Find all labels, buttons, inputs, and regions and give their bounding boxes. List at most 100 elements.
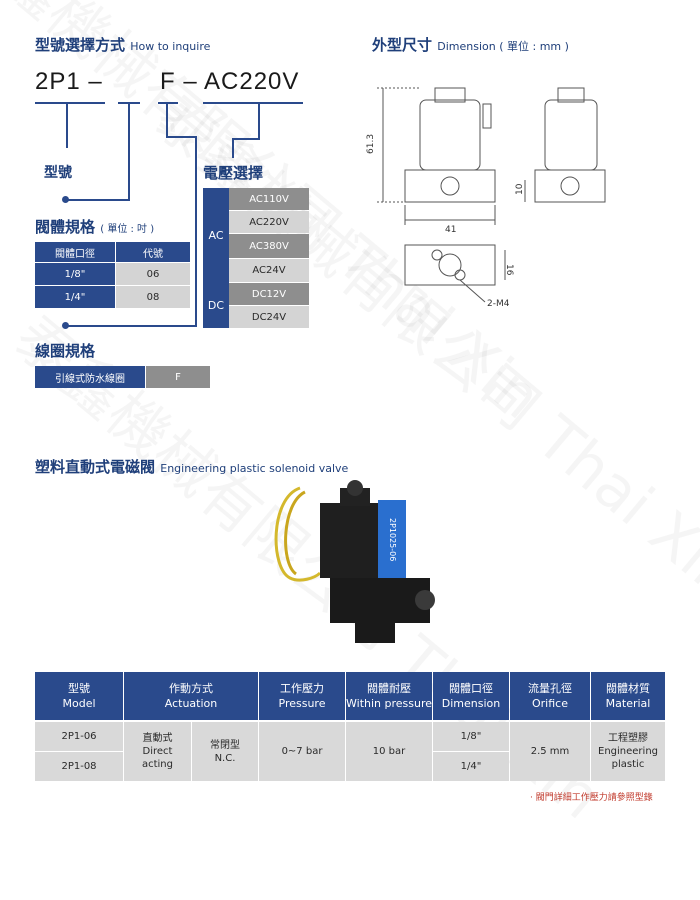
- coil-underline: [158, 102, 178, 104]
- model-underline: [35, 102, 105, 104]
- spec-header-zh: 閥體耐壓: [367, 682, 411, 695]
- body-outline: [404, 169, 496, 203]
- material-en-1: Engineering: [598, 746, 658, 757]
- product-photo: 2P1025-06: [274, 480, 435, 643]
- dim-mount: 2-M4: [487, 299, 510, 309]
- coil-type: 引線式防水線圈: [35, 366, 145, 388]
- material-en-2: plastic: [611, 759, 645, 770]
- dim-depth: 16: [504, 264, 514, 276]
- normal-en: N.C.: [214, 752, 236, 764]
- dimension-title-en: Dimension ( 單位 : mm ): [437, 40, 569, 53]
- voltage-option: DC12V: [229, 283, 309, 305]
- spec-material: 工程塑膠 Engineering plastic: [591, 722, 665, 781]
- voltage-connector-v2: [232, 138, 234, 158]
- coil-connector-h2: [64, 325, 197, 327]
- spec-pressure: 0~7 bar: [259, 722, 345, 781]
- body-spec-title-text: 閥體規格: [35, 218, 96, 236]
- spec-header-en: Dimension: [441, 697, 501, 710]
- code-prefix: 2P1 –: [35, 68, 103, 95]
- voltage-dc-label: DC: [203, 282, 229, 328]
- coil-code: F: [146, 366, 210, 388]
- voltage-title: 電壓選擇: [203, 164, 264, 182]
- voltage-option: AC380V: [229, 234, 309, 258]
- dimension-title-zh: 外型尺寸: [372, 36, 433, 54]
- product-title-zh: 塑料直動式電磁閥: [35, 458, 156, 476]
- product-label: 2P1025-06: [388, 518, 397, 561]
- spec-dim: 1/4": [433, 752, 509, 781]
- spec-header-zh: 型號: [68, 682, 90, 695]
- body-code: 08: [116, 286, 190, 308]
- actuation-en-1: Direct: [142, 746, 173, 757]
- spec-model: 2P1-08: [35, 752, 123, 781]
- coil-title: 線圈規格: [35, 342, 96, 360]
- product-title: 塑料直動式電磁閥 Engineering plastic solenoid va…: [35, 456, 348, 477]
- spec-header-zh: 閥體口徑: [449, 682, 493, 695]
- voltage-option: DC24V: [229, 306, 309, 328]
- dimension-drawing: 61.3 41 10 16 2-M4: [366, 87, 606, 309]
- spec-header: 閥體材質 Material: [591, 672, 665, 720]
- body-header: 代號: [116, 242, 190, 262]
- voltage-option: AC110V: [229, 188, 309, 210]
- spec-header-zh: 閥體材質: [606, 682, 650, 695]
- body-size: 1/4": [35, 286, 115, 308]
- body-spec-title: 閥體規格 ( 單位 : 吋 ): [35, 216, 154, 237]
- spec-normal: 常閉型 N.C.: [192, 722, 258, 781]
- spec-actuation: 直動式 Direct acting: [124, 722, 191, 781]
- body-header: 閥體口徑: [35, 242, 115, 262]
- connector-outline: [482, 103, 492, 129]
- spec-model: 2P1-06: [35, 722, 123, 751]
- actuation-en-2: acting: [141, 759, 173, 770]
- voltage-connector-v: [258, 104, 260, 140]
- spec-header-en: Pressure: [278, 697, 326, 710]
- dimension-title: 外型尺寸 Dimension ( 單位 : mm ): [372, 34, 569, 55]
- coil-connector-dot: [62, 322, 69, 329]
- dim-height: 61.3: [366, 134, 376, 154]
- model-connector: [66, 104, 68, 148]
- dim-port: 10: [515, 183, 525, 195]
- spec-header-en: Material: [605, 697, 651, 710]
- body-connector-h: [64, 199, 130, 201]
- spec-header: 閥體耐壓 Within pressure: [346, 672, 432, 720]
- spec-header: 作動方式 Actuation: [124, 672, 258, 720]
- spec-header-en: Orifice: [532, 697, 568, 710]
- spec-header: 型號 Model: [35, 672, 123, 720]
- code-suffix: F – AC220V: [160, 68, 300, 95]
- body-connector-dot: [62, 196, 69, 203]
- coil-connector-v2: [195, 136, 197, 326]
- cap-outline: [434, 87, 466, 103]
- spec-header: 流量孔徑 Orifice: [510, 672, 590, 720]
- spec-header-zh: 工作壓力: [280, 682, 324, 695]
- spec-within: 10 bar: [346, 722, 432, 781]
- spec-header-zh: 作動方式: [169, 682, 213, 695]
- spec-header-zh: 流量孔徑: [528, 682, 572, 695]
- inquire-title-zh: 型號選擇方式: [35, 36, 126, 54]
- spec-dim: 1/8": [433, 722, 509, 751]
- coil-connector-h1: [166, 136, 196, 138]
- port-circle: [440, 176, 460, 196]
- spec-header: 工作壓力 Pressure: [259, 672, 345, 720]
- footnote: · 閥門詳細工作壓力請參照型錄: [530, 793, 653, 803]
- spec-orifice: 2.5 mm: [510, 722, 590, 781]
- product-title-en: Engineering plastic solenoid valve: [160, 462, 349, 475]
- dim-width: 41: [445, 225, 456, 235]
- body-size: 1/8": [35, 263, 115, 285]
- coil-outline: [419, 99, 481, 171]
- spec-header-en: Within pressure: [346, 697, 433, 710]
- spec-header-en: Actuation: [164, 697, 218, 710]
- material-zh: 工程塑膠: [608, 733, 648, 744]
- inquire-title: 型號選擇方式 How to inquire: [35, 34, 210, 55]
- voltage-option: AC24V: [229, 259, 309, 282]
- model-label: 型號: [44, 165, 72, 181]
- voltage-ac-label: AC: [203, 188, 229, 282]
- coil-connector-v1: [166, 104, 168, 138]
- normal-zh: 常閉型: [210, 739, 240, 751]
- spec-header-en: Model: [62, 697, 96, 710]
- body-underline: [118, 102, 140, 104]
- body-code: 06: [116, 263, 190, 285]
- spec-header: 閥體口徑 Dimension: [433, 672, 509, 720]
- voltage-option: AC220V: [229, 211, 309, 233]
- voltage-connector-h: [232, 138, 260, 140]
- inquire-title-en: How to inquire: [130, 40, 211, 53]
- actuation-zh: 直動式: [142, 733, 173, 744]
- body-spec-unit: ( 單位 : 吋 ): [100, 224, 155, 235]
